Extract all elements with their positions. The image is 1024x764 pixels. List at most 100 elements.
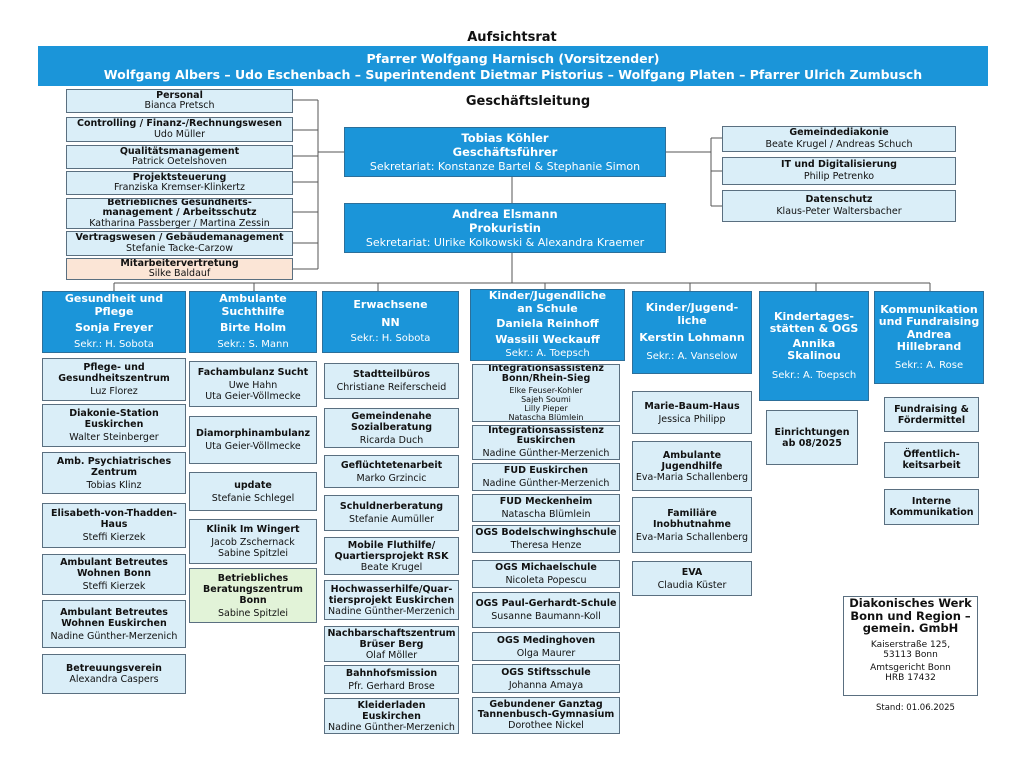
unit-person: Theresa Henze: [510, 540, 582, 551]
unit[interactable]: Interne Kommunikation: [884, 489, 979, 525]
ceo-office: Sekretariat: Konstanze Bartel & Stephani…: [369, 159, 641, 173]
dept-communication-header[interactable]: Kommunikation und Fundraising Andrea Hil…: [874, 291, 984, 384]
dept-daycare-header[interactable]: Kindertages- stätten & OGS Annika Skalin…: [759, 291, 869, 401]
ceo-box[interactable]: Tobias Köhler Geschäftsführer Sekretaria…: [344, 127, 666, 177]
dept-title: stätten & OGS: [769, 322, 859, 335]
prokuristin-box[interactable]: Andrea Elsmann Prokuristin Sekretariat: …: [344, 203, 666, 253]
dept-title: und Fundraising: [878, 315, 980, 328]
unit[interactable]: Hochwasserhilfe/Quar-tiersprojekt Euskir…: [324, 580, 459, 620]
unit-person: Christiane Reiferscheid: [336, 382, 447, 393]
unit-person: Nadine Günther-Merzenich: [328, 721, 455, 733]
unit[interactable]: Öffentlich-keitsarbeit: [884, 442, 979, 478]
dept-head: Sonja Freyer: [74, 321, 154, 335]
unit-person: Sabine Spitzlei: [218, 548, 288, 559]
unit-name: Gebundener Ganztag Tannenbusch-Gymnasium: [477, 698, 615, 721]
unit-name: Interne Kommunikation: [889, 496, 974, 518]
unit-person: Marko Grzincic: [356, 472, 427, 484]
staff-person: Katharina Passberger / Martina Zessin: [89, 217, 270, 229]
unit[interactable]: Fundraising & Fördermittel: [884, 397, 979, 432]
organization-address: Kaiserstraße 125,: [870, 639, 951, 650]
dept-school-children-header[interactable]: Kinder/Jugendliche an Schule Daniela Rei…: [470, 289, 625, 361]
board-heading: Aufsichtsrat: [467, 30, 557, 45]
unit-name: OGS Michaelschule: [495, 562, 597, 573]
staff-person: Stefanie Tacke-Carzow: [126, 242, 233, 254]
dept-secretary: Sekr.: H. Sobota: [74, 338, 154, 350]
dept-title: Erwachsene: [353, 298, 428, 311]
unit-person: Uwe Hahn: [228, 379, 278, 391]
dept-secretary: Sekr.: A. Rose: [894, 359, 964, 371]
unit[interactable]: Integrationsassistenz Bonn/Rhein-Sieg El…: [472, 364, 620, 422]
staff-person: Patrick Oetelshoven: [132, 156, 227, 167]
unit-name: Familiäre Inobhutnahme: [653, 507, 731, 530]
staff-contracts[interactable]: Vertragswesen / Gebäudemanagement Stefan…: [66, 231, 293, 256]
dept-secretary: Sekr.: A. Toepsch: [505, 348, 590, 359]
dept-youth-header[interactable]: Kinder/Jugend- liche Kerstin Lohmann Sek…: [632, 291, 752, 374]
staff-community[interactable]: Gemeindediakonie Beate Krugel / Andreas …: [722, 126, 956, 152]
staff-data-protection[interactable]: Datenschutz Klaus-Peter Waltersbacher: [722, 190, 956, 222]
unit-name: OGS Medinghoven: [496, 634, 596, 646]
staff-quality[interactable]: Qualitätsmanagement Patrick Oetelshoven: [66, 145, 293, 169]
staff-works-council[interactable]: Mitarbeitervertretung Silke Baldauf: [66, 258, 293, 280]
staff-health-management[interactable]: Betriebliches Gesundheits-management / A…: [66, 198, 293, 229]
dept-title: Kommunikation: [880, 302, 978, 316]
dept-adults-header[interactable]: Erwachsene NN Sekr.: H. Sobota: [322, 291, 459, 353]
unit-person: Steffi Kierzek: [82, 532, 146, 543]
dept-head: Andrea: [906, 327, 952, 341]
unit-name: FUD Meckenheim: [499, 496, 593, 507]
staff-controlling[interactable]: Controlling / Finanz-/Rechnungswesen Udo…: [66, 117, 293, 142]
unit-name: Ambulant Betreutes Wohnen Euskirchen: [60, 606, 168, 629]
unit-name: Diamorphinambulanz: [195, 428, 311, 439]
unit-person: Jessica Philipp: [658, 413, 726, 425]
unit[interactable]: Einrichtungen ab 08/2025: [766, 410, 858, 465]
unit[interactable]: Gebundener Ganztag Tannenbusch-Gymnasium…: [472, 697, 620, 734]
dept-health-header[interactable]: Gesundheit und Pflege Sonja Freyer Sekr.…: [42, 291, 186, 353]
staff-name: Projektsteuerung: [132, 171, 227, 183]
dept-title: Pflege: [94, 304, 134, 318]
unit-person: Natascha Blümlein: [508, 413, 584, 422]
staff-name: IT und Digitalisierung: [781, 159, 897, 170]
dept-addiction-header[interactable]: Ambulante Suchthilfe Birte Holm Sekr.: S…: [189, 291, 317, 353]
staff-project[interactable]: Projektsteuerung Franziska Kremser-Klink…: [66, 171, 293, 195]
stand-date: Stand: 01.06.2025: [876, 703, 955, 713]
unit-person: Nadine Günther-Merzenich: [328, 605, 455, 617]
staff-personal[interactable]: Personal Bianca Pretsch: [66, 89, 293, 113]
proc-name: Andrea Elsmann: [452, 206, 558, 221]
staff-name: Controlling / Finanz-/Rechnungswesen: [76, 118, 283, 129]
staff-person: Franziska Kremser-Klinkertz: [114, 182, 245, 193]
staff-it[interactable]: IT und Digitalisierung Philip Petrenko: [722, 157, 956, 185]
unit-name: Ambulant Betreutes Wohnen Bonn: [60, 557, 168, 579]
unit-name: Diakonie-Station Euskirchen: [69, 408, 159, 430]
